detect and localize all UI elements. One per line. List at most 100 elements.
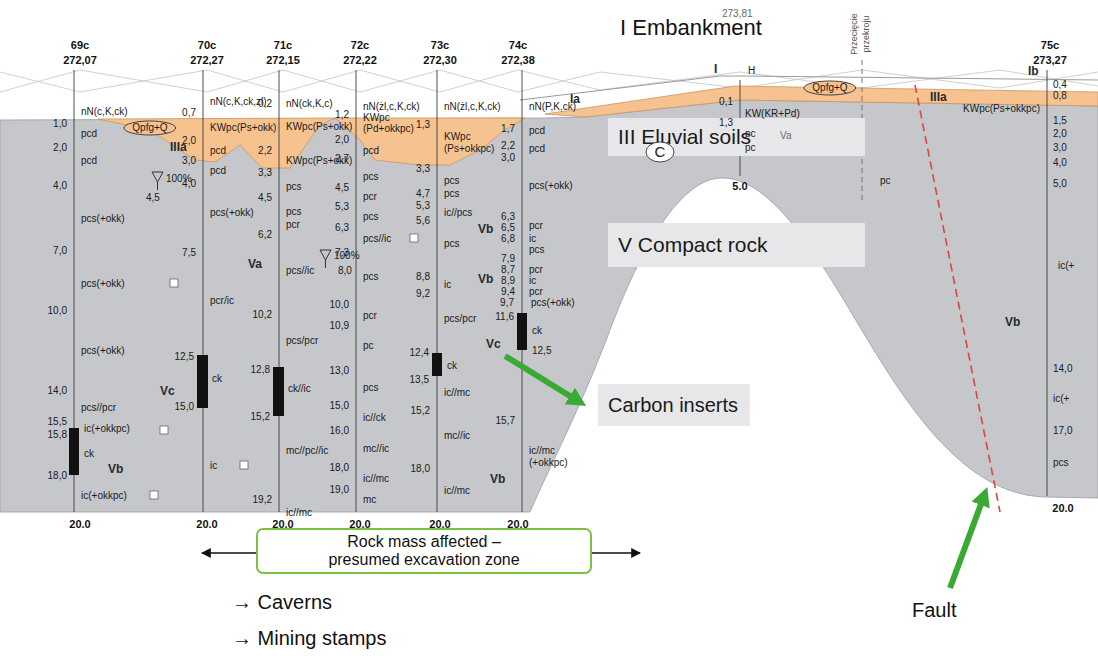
section-label: 5,0 [1053, 178, 1067, 189]
section-label: 4,5 [146, 192, 160, 203]
section-label: ic//mc [286, 507, 312, 518]
section-label: ck [447, 360, 457, 371]
section-label: pcr [529, 286, 543, 297]
section-label: ck [84, 448, 94, 459]
section-label: pc [745, 142, 756, 153]
section-label: pcs [286, 206, 302, 217]
section-label: 13,0 [330, 365, 349, 376]
node-text: C [655, 143, 666, 160]
section-label: 3,0 [1053, 142, 1067, 153]
section-label: H [748, 65, 755, 76]
section-label: 13,5 [410, 374, 429, 385]
node-text: Carbon inserts [608, 394, 738, 417]
section-label: ck [212, 373, 222, 384]
section-label: pcd [529, 125, 545, 136]
callout-box: Rock mass affected – presumed excavation… [256, 528, 592, 574]
section-label: Vc [160, 385, 175, 398]
water-level-symbol [152, 172, 331, 268]
section-label: → Mining stamps [232, 627, 387, 649]
section-label: Ia [570, 93, 580, 106]
section-label: nN(P,K,ck) [529, 101, 576, 112]
callout-box: Carbon inserts [598, 384, 750, 426]
section-label: Vb [490, 473, 505, 486]
section-label: pcs [444, 238, 460, 249]
section-label: 15,0 [330, 400, 349, 411]
section-label: pcs [444, 175, 460, 186]
section-label: I Embankment [620, 16, 762, 40]
section-label: pcs [1053, 457, 1069, 468]
section-label: nN(żl,c,K,ck) [444, 101, 501, 112]
section-label: → Caverns [232, 591, 332, 613]
section-label: pcs [529, 244, 545, 255]
pointer-arrow [505, 356, 578, 401]
section-label: mc//ic [444, 430, 470, 441]
section-label: nN(c,K,ck) [81, 106, 128, 117]
section-label: 69c [71, 39, 89, 51]
section-label: 5.0 [732, 180, 747, 192]
section-label: 12,8 [251, 364, 270, 375]
section-label: pcs(+okk) [81, 345, 125, 356]
section-label: pcr/ic [210, 295, 234, 306]
section-label: 10,0 [48, 305, 67, 316]
section-label: Vb [1005, 316, 1020, 329]
section-label: 17,0 [1053, 425, 1072, 436]
section-label: 14,0 [1053, 363, 1072, 374]
section-label: ic//mc [444, 387, 470, 398]
section-label: KWpc(Ps+okk) [210, 122, 276, 133]
section-label: ic(+okkpc) [84, 423, 130, 434]
section-label: 15,0 [175, 401, 194, 412]
section-label: pcd [210, 145, 226, 156]
section-label: pcs [444, 188, 460, 199]
section-label: 4,0 [1053, 157, 1067, 168]
section-label: pcs [363, 211, 379, 222]
fault-line [915, 85, 1000, 512]
section-label: mc//pc//ic [286, 445, 328, 456]
section-label: 3,3 [416, 163, 430, 174]
section-label: 20.0 [429, 518, 450, 530]
section-label: mc//ic [363, 443, 389, 454]
section-label: 15,7 [496, 415, 515, 426]
borehole-lines [74, 70, 1047, 512]
section-label: 7,0 [53, 245, 67, 256]
section-label: ic(+okkpc) [81, 490, 127, 501]
section-label: 18,0 [330, 462, 349, 473]
section-label: 15,2 [251, 411, 270, 422]
section-label: 272,15 [266, 54, 300, 66]
section-label: 75c [1041, 39, 1059, 51]
section-label: 14,0 [48, 385, 67, 396]
section-label: 15,5 [48, 416, 67, 427]
section-label: Ib [1028, 65, 1039, 78]
section-label: 0,1 [719, 96, 733, 107]
section-label: pc [363, 340, 374, 351]
section-label: 0,7 [182, 107, 196, 118]
section-label: pcr [286, 219, 300, 230]
section-label: 273,81 [722, 8, 753, 19]
section-label: pcr [363, 310, 377, 321]
section-label: 7,5 [182, 247, 196, 258]
section-label: pcs [363, 271, 379, 282]
section-label: Przecięcie [850, 13, 860, 55]
section-label: pcs [363, 171, 379, 182]
section-label: Vc [486, 338, 501, 351]
section-label: 6,5 [501, 222, 515, 233]
section-label: pcr [363, 191, 377, 202]
section-label: 4,0 [53, 180, 67, 191]
section-label: ck [532, 325, 542, 336]
label-ellipse: Qpfg+Q [803, 80, 857, 96]
section-label: I [714, 63, 717, 76]
section-label: 1,2 [335, 109, 349, 120]
section-label: Vb [478, 223, 493, 236]
section-label: Va [780, 130, 792, 141]
node-text: Qpfg+Q [812, 82, 847, 94]
section-label: 20.0 [349, 518, 370, 530]
section-label: Va [248, 258, 262, 271]
section-label: 4,5 [335, 182, 349, 193]
section-label: 73c [431, 39, 449, 51]
section-label: pcs(+okk) [529, 180, 573, 191]
node-text: III Eluvial soils [618, 125, 751, 149]
section-label: pcs [363, 382, 379, 393]
section-label: Fault [912, 599, 956, 621]
section-label: 3,0 [182, 155, 196, 166]
section-label: 20.0 [196, 518, 217, 530]
section-label: 4,0 [182, 178, 196, 189]
